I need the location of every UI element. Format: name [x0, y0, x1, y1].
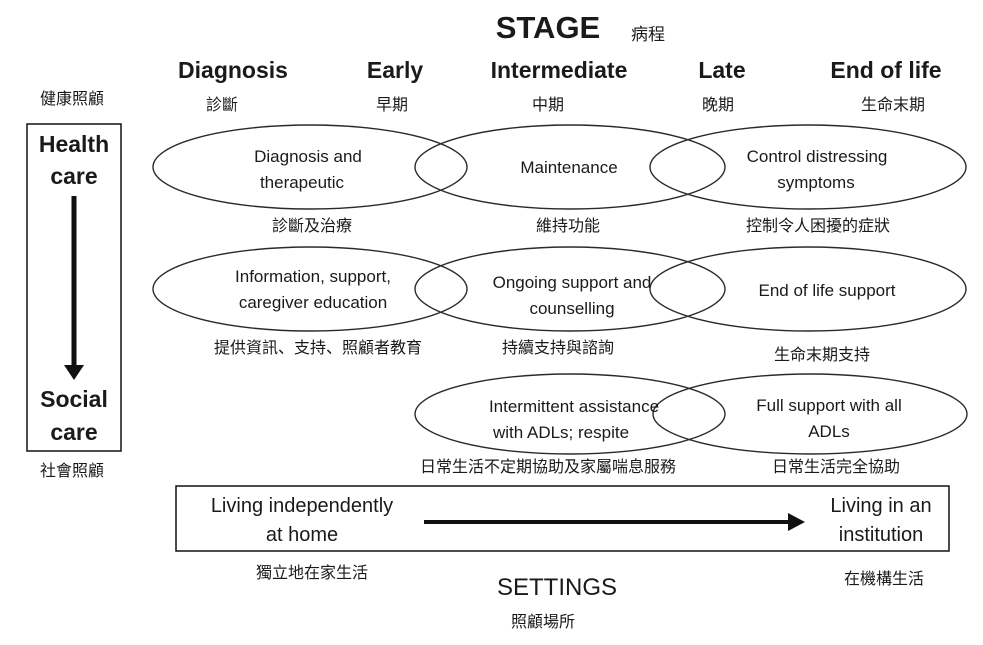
ellipse-intermittent-assistance-zh: 日常生活不定期協助及家屬喘息服務: [420, 457, 676, 476]
ellipse-intermittent-assistance: [414, 373, 726, 455]
care-axis-box: [26, 123, 122, 452]
settings-left-line1: Living independently: [211, 495, 393, 517]
settings-box: [175, 485, 950, 552]
ellipse-information-support-line1: Information, support,: [235, 267, 391, 286]
health-care-zh: 健康照顧: [40, 89, 104, 108]
ellipse-diagnosis-therapeutic-line1: Diagnosis and: [254, 147, 362, 166]
ellipse-intermittent-assistance-line2: with ADLs; respite: [492, 423, 629, 442]
settings-left-line2: at home: [266, 524, 338, 546]
ellipse-diagnosis-therapeutic-zh: 診斷及治療: [272, 216, 352, 235]
ellipse-control-symptoms-zh: 控制令人困擾的症狀: [746, 216, 890, 235]
ellipse-maintenance: [414, 124, 726, 210]
ellipse-ongoing-support: [414, 246, 726, 332]
ellipse-full-support-adls: [652, 373, 968, 455]
stage-late: Late: [698, 57, 745, 83]
ellipse-ongoing-support-line1: Ongoing support and: [493, 273, 652, 292]
ellipse-control-symptoms-line1: Control distressing: [747, 147, 888, 166]
social-care-label-line2: care: [50, 419, 97, 445]
ellipse-full-support-adls-line2: ADLs: [808, 422, 850, 441]
health-care-label-line2: care: [50, 163, 97, 189]
social-care-label-line1: Social: [40, 386, 108, 412]
social-care-zh: 社會照顧: [40, 461, 104, 480]
ellipse-information-support-zh: 提供資訊、支持、照顧者教育: [214, 338, 422, 357]
stage-diagnosis: Diagnosis: [178, 57, 288, 83]
stage-title-zh: 病程: [631, 25, 665, 45]
ellipse-information-support-line2: caregiver education: [239, 293, 387, 312]
settings-title-zh: 照顧場所: [511, 612, 575, 631]
health-care-label-line1: Health: [39, 131, 109, 157]
stage-diagnosis-zh: 診斷: [206, 95, 238, 114]
ellipse-control-symptoms: [649, 124, 967, 210]
stage-end-of-life: End of life: [830, 57, 941, 83]
settings-title: SETTINGS: [497, 574, 617, 601]
settings-arrowhead: [788, 513, 805, 531]
stage-late-zh: 晚期: [702, 95, 734, 114]
ellipse-full-support-adls-line1: Full support with all: [756, 396, 902, 415]
care-axis-arrowhead: [64, 365, 84, 380]
settings-right-zh: 在機構生活: [844, 569, 924, 588]
stage-early: Early: [367, 57, 423, 83]
settings-right-line2: institution: [839, 524, 924, 546]
stage-end-of-life-zh: 生命末期: [861, 95, 925, 114]
settings-left-zh: 獨立地在家生活: [256, 563, 368, 582]
settings-right-line1: Living in an: [830, 495, 931, 517]
ellipse-diagnosis-therapeutic: [152, 124, 468, 210]
stage-title: STAGE: [496, 10, 601, 45]
ellipse-full-support-adls-zh: 日常生活完全協助: [772, 457, 900, 476]
ellipse-maintenance-zh: 維持功能: [536, 216, 600, 235]
ellipse-information-support: [152, 246, 468, 332]
stage-intermediate: Intermediate: [491, 57, 628, 83]
ellipse-ongoing-support-zh: 持續支持與諮詢: [502, 338, 614, 357]
ellipse-ongoing-support-line2: counselling: [529, 299, 614, 318]
ellipse-diagnosis-therapeutic-line2: therapeutic: [260, 173, 345, 192]
ellipse-end-of-life-support-line1: End of life support: [758, 281, 895, 300]
ellipse-control-symptoms-line2: symptoms: [777, 173, 854, 192]
ellipse-maintenance-line1: Maintenance: [520, 158, 617, 177]
ellipse-end-of-life-support: [649, 246, 967, 332]
stage-intermediate-zh: 中期: [532, 95, 564, 114]
ellipse-intermittent-assistance-line1: Intermittent assistance: [489, 397, 659, 416]
stage-early-zh: 早期: [376, 95, 408, 114]
ellipse-end-of-life-support-zh: 生命末期支持: [774, 345, 870, 364]
